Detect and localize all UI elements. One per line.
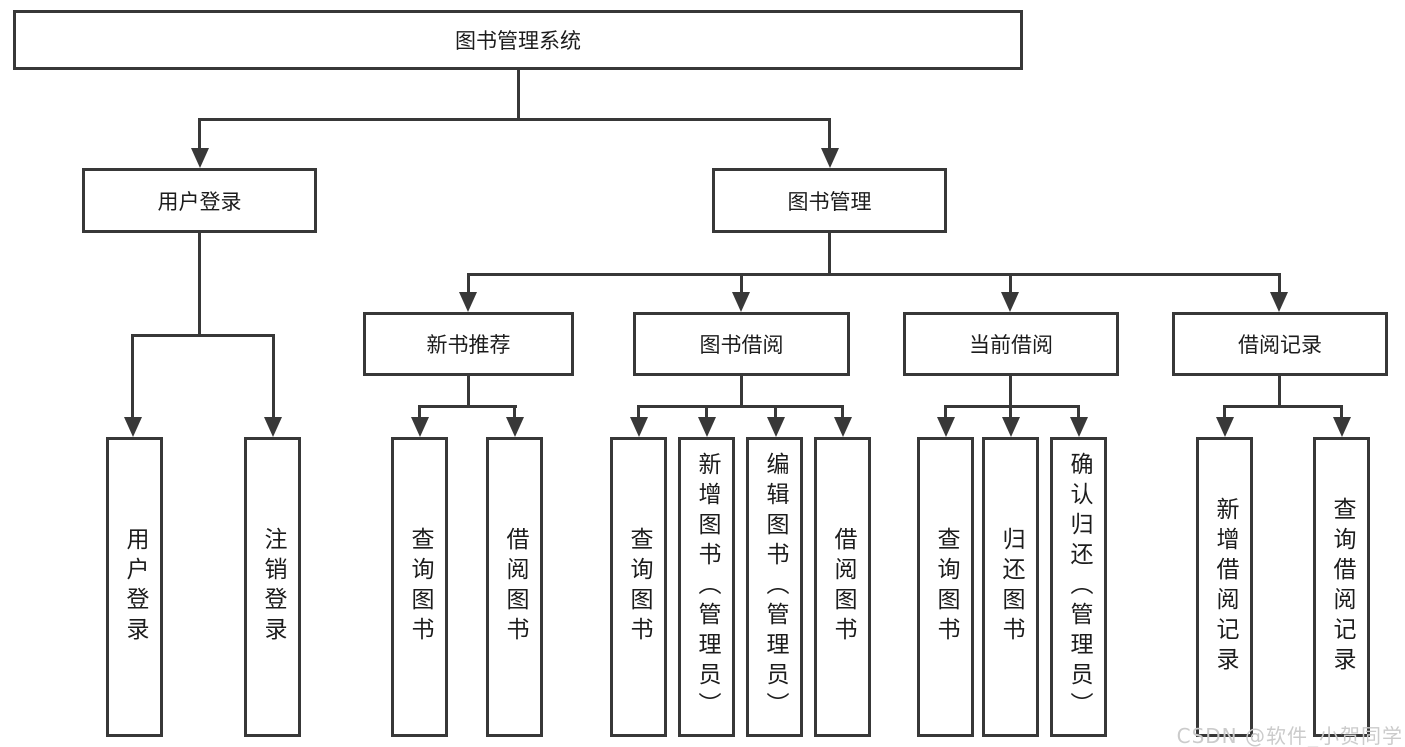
node-leaf-logout: 注销登录	[244, 437, 301, 737]
connector-arrow	[506, 417, 524, 437]
connector-line	[1278, 376, 1281, 408]
connector-line	[513, 405, 516, 419]
connector-line	[828, 233, 831, 276]
connector-arrow	[630, 417, 648, 437]
connector-line	[637, 405, 844, 408]
connector-line	[198, 118, 831, 121]
node-leaf-query-books-1: 查询图书	[391, 437, 448, 737]
node-leaf-confirm-return-admin: 确认归还（管理员）	[1050, 437, 1107, 737]
node-current-borrowing: 当前借阅	[903, 312, 1119, 376]
node-leaf-edit-books-admin: 编辑图书（管理员）	[746, 437, 803, 737]
connector-line	[774, 405, 777, 419]
connector-arrow	[732, 292, 750, 312]
connector-line	[467, 273, 470, 295]
node-user-login-module: 用户登录	[82, 168, 317, 233]
connector-line	[1009, 405, 1012, 419]
node-book-borrowing: 图书借阅	[633, 312, 850, 376]
connector-line	[272, 334, 275, 419]
node-root-system: 图书管理系统	[13, 10, 1023, 70]
connector-arrow	[1333, 417, 1351, 437]
connector-arrow	[459, 292, 477, 312]
connector-line	[740, 273, 743, 295]
node-leaf-add-books-admin: 新增图书（管理员）	[678, 437, 735, 737]
node-leaf-add-borrow-record: 新增借阅记录	[1196, 437, 1253, 737]
node-leaf-query-books-3: 查询图书	[917, 437, 974, 737]
node-book-management-module: 图书管理	[712, 168, 947, 233]
node-leaf-borrow-books-2: 借阅图书	[814, 437, 871, 737]
connector-line	[841, 405, 844, 419]
connector-line	[944, 405, 1080, 408]
connector-line	[131, 334, 275, 337]
connector-line	[131, 334, 134, 419]
connector-line	[418, 405, 517, 408]
node-leaf-borrow-books-1: 借阅图书	[486, 437, 543, 737]
connector-line	[1223, 405, 1343, 408]
connector-line	[517, 69, 520, 121]
connector-arrow	[1001, 292, 1019, 312]
connector-line	[740, 376, 743, 408]
node-leaf-query-borrow-record: 查询借阅记录	[1313, 437, 1370, 737]
connector-line	[418, 405, 421, 419]
connector-line	[198, 233, 201, 337]
connector-line	[467, 376, 470, 408]
connector-arrow	[124, 417, 142, 437]
connector-arrow	[767, 417, 785, 437]
connector-arrow	[937, 417, 955, 437]
node-leaf-return-books: 归还图书	[982, 437, 1039, 737]
connector-arrow	[834, 417, 852, 437]
connector-arrow	[1216, 417, 1234, 437]
connector-line	[705, 405, 708, 419]
node-leaf-query-books-2: 查询图书	[610, 437, 667, 737]
connector-line	[198, 118, 201, 152]
node-leaf-user-login: 用户登录	[106, 437, 163, 737]
connector-line	[467, 273, 1281, 276]
connector-line	[944, 405, 947, 419]
connector-line	[1278, 273, 1281, 295]
connector-arrow	[1270, 292, 1288, 312]
connector-line	[1340, 405, 1343, 419]
connector-line	[828, 118, 831, 152]
csdn-watermark: CSDN @软件_小贺同学	[1176, 724, 1403, 747]
connector-line	[1009, 376, 1012, 408]
connector-line	[637, 405, 640, 419]
node-borrow-records: 借阅记录	[1172, 312, 1388, 376]
connector-arrow	[1070, 417, 1088, 437]
connector-arrow	[1002, 417, 1020, 437]
connector-arrow	[264, 417, 282, 437]
node-new-book-recommend: 新书推荐	[363, 312, 574, 376]
connector-arrow	[698, 417, 716, 437]
connector-line	[1077, 405, 1080, 419]
connector-line	[1223, 405, 1226, 419]
connector-arrow	[411, 417, 429, 437]
connector-line	[1009, 273, 1012, 295]
connector-arrow	[821, 148, 839, 168]
connector-arrow	[191, 148, 209, 168]
